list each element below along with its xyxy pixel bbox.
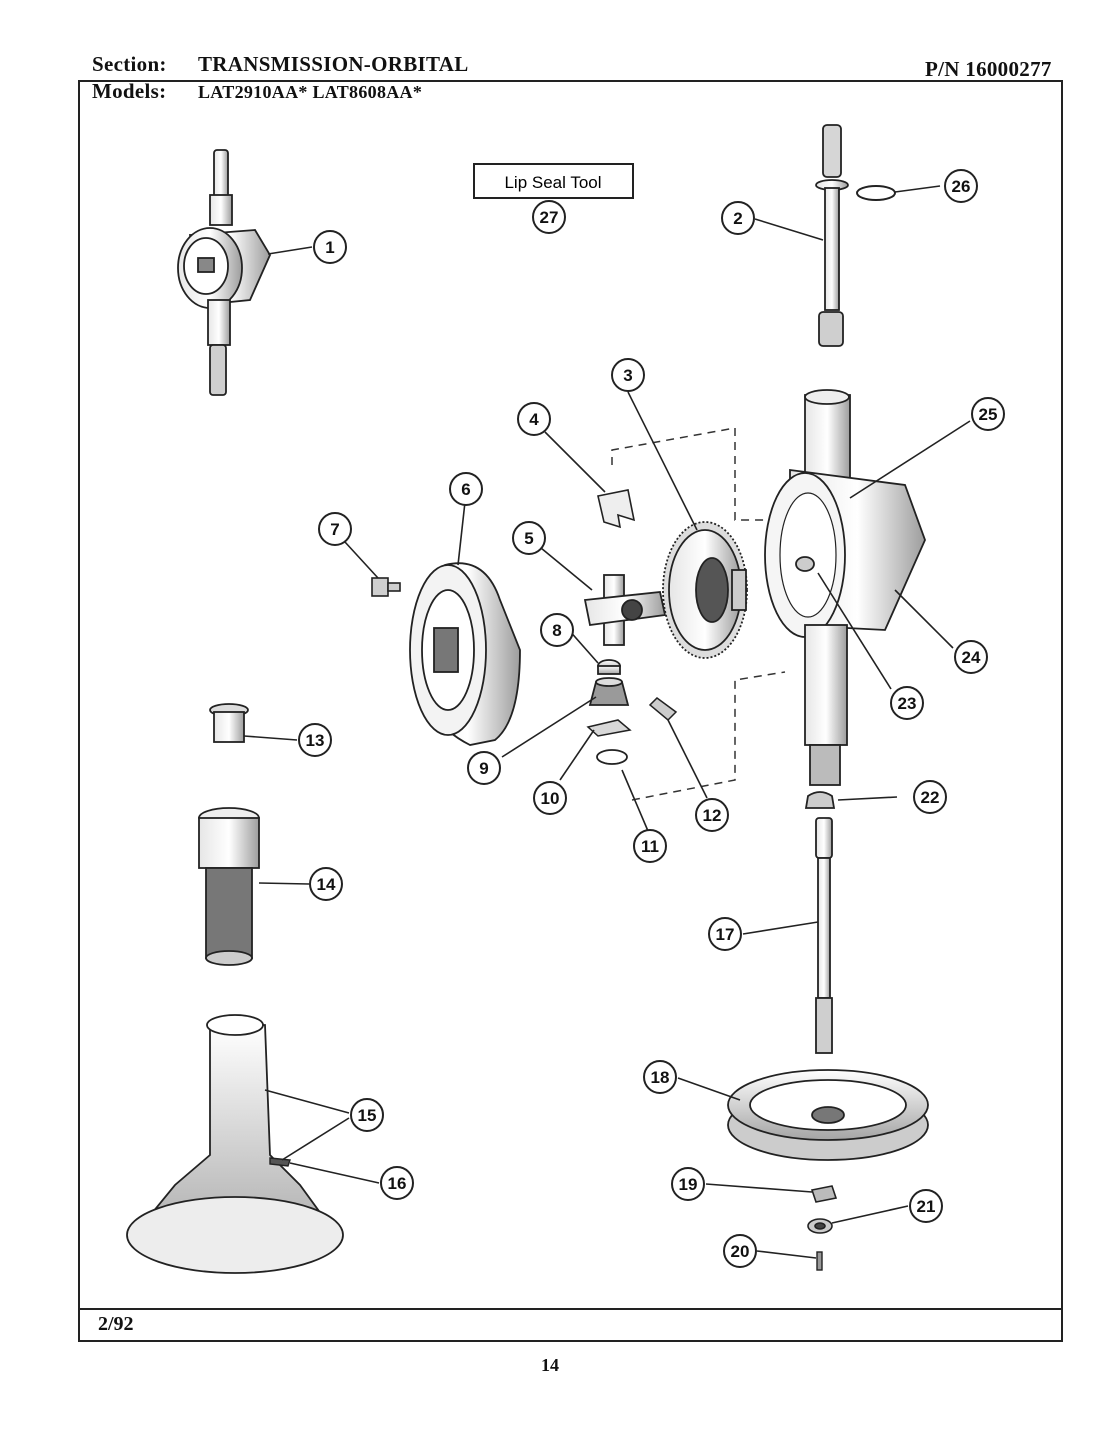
callout-24: 24 [954, 640, 988, 674]
callout-number-3: 3 [623, 366, 632, 385]
assembly-dash-lines [611, 427, 800, 801]
callout-number-2: 2 [733, 209, 742, 228]
callout-22: 22 [913, 780, 947, 814]
callout-19: 19 [671, 1167, 705, 1201]
callout-7: 7 [318, 512, 352, 546]
leader-lines [243, 185, 971, 1259]
part-20-screw [816, 1251, 823, 1271]
callout-number-26: 26 [952, 177, 971, 196]
part-14-bearing-tube [198, 807, 260, 966]
part-26-o-ring [856, 185, 896, 201]
callout-23: 23 [890, 686, 924, 720]
callout-number-25: 25 [979, 405, 998, 424]
callout-number-8: 8 [552, 621, 561, 640]
callout-4: 4 [517, 402, 551, 436]
part-16-screw [269, 1157, 291, 1167]
section-label: Section: [92, 52, 167, 76]
lip-seal-tool-label: Lip Seal Tool [504, 173, 601, 192]
callout-number-4: 4 [529, 410, 539, 429]
part-15-base-stand [126, 1014, 344, 1274]
part-9-pinion-gear [588, 677, 630, 706]
section-title: TRANSMISSION-ORBITAL [198, 52, 469, 76]
callout-16: 16 [380, 1166, 414, 1200]
lip-seal-tool-box: Lip Seal Tool [473, 163, 634, 199]
callout-number-14: 14 [317, 875, 336, 894]
part-13-sleeve [209, 703, 249, 743]
date-code: 2/92 [98, 1313, 134, 1335]
part-12-pin [648, 697, 678, 722]
part-8-bushing [597, 659, 621, 675]
models-label: Models: [92, 79, 167, 103]
part-4-key [597, 489, 636, 529]
callout-number-18: 18 [651, 1068, 670, 1087]
part-3-main-gear [662, 521, 748, 659]
callout-5: 5 [512, 521, 546, 555]
callout-number-15: 15 [358, 1106, 377, 1125]
callout-11: 11 [633, 829, 667, 863]
callout-20: 20 [723, 1234, 757, 1268]
callout-number-17: 17 [716, 925, 735, 944]
callout-2: 2 [721, 201, 755, 235]
callout-number-13: 13 [306, 731, 325, 750]
callout-13: 13 [298, 723, 332, 757]
callout-number-22: 22 [921, 788, 940, 807]
callout-number-23: 23 [898, 694, 917, 713]
callout-3: 3 [611, 358, 645, 392]
part-number: P/N 16000277 [925, 57, 1052, 81]
callout-bubbles: 1234567891011121314151617181920212223242… [298, 169, 1005, 1268]
callout-8: 8 [540, 613, 574, 647]
part-22-seal [804, 791, 836, 809]
diagram-frame [78, 80, 1063, 1342]
callout-number-21: 21 [917, 1197, 936, 1216]
callout-21: 21 [909, 1189, 943, 1223]
callout-1: 1 [313, 230, 347, 264]
callout-15: 15 [350, 1098, 384, 1132]
part-6-gear-case-cover [409, 562, 521, 746]
callout-number-12: 12 [703, 806, 722, 825]
part-24-gear-case-housing [764, 389, 926, 786]
callout-number-6: 6 [461, 480, 470, 499]
callout-17: 17 [708, 917, 742, 951]
part-17-pulley-shaft [815, 817, 833, 1054]
callout-27: 27 [532, 200, 566, 234]
part-21-washer [807, 1218, 833, 1234]
callout-number-1: 1 [325, 238, 334, 257]
callout-number-5: 5 [524, 529, 533, 548]
callout-18: 18 [643, 1060, 677, 1094]
callout-9: 9 [467, 751, 501, 785]
callout-number-27: 27 [540, 208, 559, 227]
footer-divider [78, 1308, 1063, 1310]
callout-number-9: 9 [479, 759, 488, 778]
part-11-thrust-washer [596, 749, 628, 765]
page-number: 14 [541, 1355, 559, 1375]
callout-10: 10 [533, 781, 567, 815]
part-19-key [810, 1185, 838, 1203]
callout-number-7: 7 [330, 520, 339, 539]
callout-number-19: 19 [679, 1175, 698, 1194]
callout-number-24: 24 [962, 648, 981, 667]
part-18-drive-pulley [727, 1069, 929, 1161]
part-1-transmission-assembly [177, 149, 272, 396]
callout-number-20: 20 [731, 1242, 750, 1261]
part-5-pinion-crank [583, 574, 667, 646]
models-list: LAT2910AA* LAT8608AA* [198, 82, 423, 102]
callout-number-11: 11 [641, 837, 659, 856]
part-7-cover-screw [371, 577, 401, 597]
part-10-washer [586, 719, 632, 737]
callout-26: 26 [944, 169, 978, 203]
callout-number-16: 16 [388, 1174, 407, 1193]
part-2-agitator-shaft [815, 124, 849, 347]
callout-number-10: 10 [541, 789, 560, 808]
callout-12: 12 [695, 798, 729, 832]
callout-25: 25 [971, 397, 1005, 431]
callout-14: 14 [309, 867, 343, 901]
callout-6: 6 [449, 472, 483, 506]
